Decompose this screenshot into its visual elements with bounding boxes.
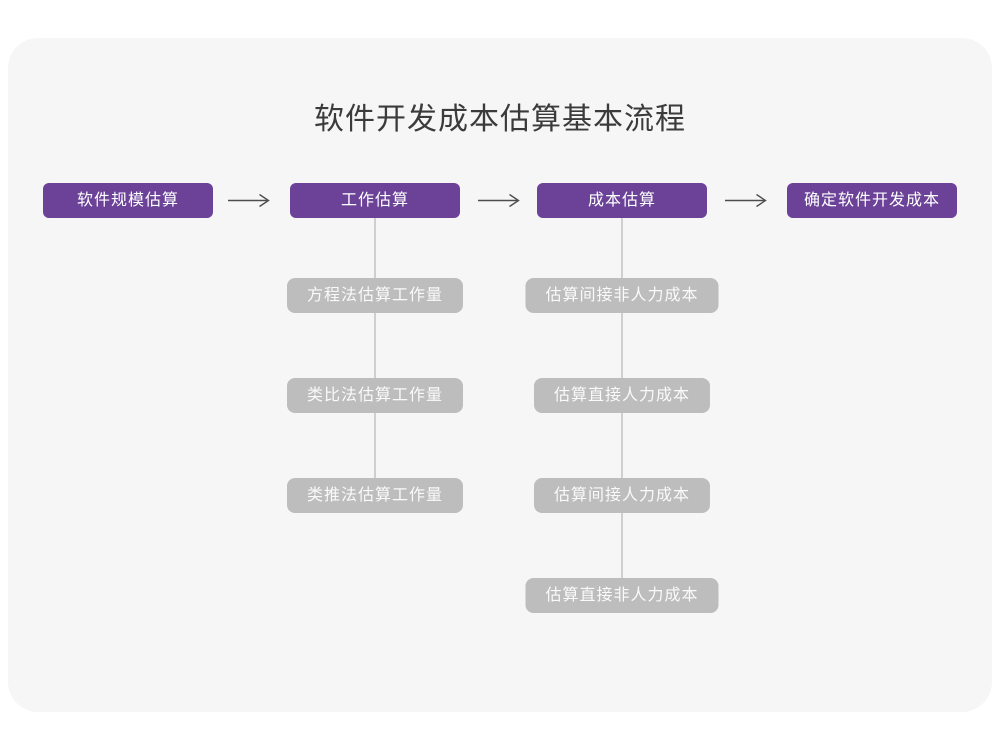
arrow-right-icon xyxy=(228,193,270,208)
substep-node-direct-labor-cost: 估算直接人力成本 xyxy=(533,378,711,413)
arrow-right-icon xyxy=(725,193,767,208)
diagram-title: 软件开发成本估算基本流程 xyxy=(314,103,686,136)
stage-node-cost-estimation: 成本估算 xyxy=(537,183,707,218)
substep-node-analogy-method: 类比法估算工作量 xyxy=(286,378,464,413)
substep-node-direct-nonlabor-cost: 估算直接非人力成本 xyxy=(525,578,719,613)
substep-node-equation-method: 方程法估算工作量 xyxy=(286,278,464,313)
arrow-right-icon xyxy=(478,193,520,208)
stage-node-software-scale-estimation: 软件规模估算 xyxy=(43,183,213,218)
substep-node-extrapolation-method: 类推法估算工作量 xyxy=(286,478,464,513)
substep-node-indirect-nonlabor-cost: 估算间接非人力成本 xyxy=(525,278,719,313)
substep-node-indirect-labor-cost: 估算间接人力成本 xyxy=(533,478,711,513)
diagram-card: 软件开发成本估算基本流程 软件规模估算 工作估算 成本估算 确定软件开发成本 方… xyxy=(8,38,992,712)
stage-node-work-estimation: 工作估算 xyxy=(290,183,460,218)
stage-node-determine-development-cost: 确定软件开发成本 xyxy=(787,183,957,218)
connector-line-work-estimation xyxy=(374,218,376,496)
